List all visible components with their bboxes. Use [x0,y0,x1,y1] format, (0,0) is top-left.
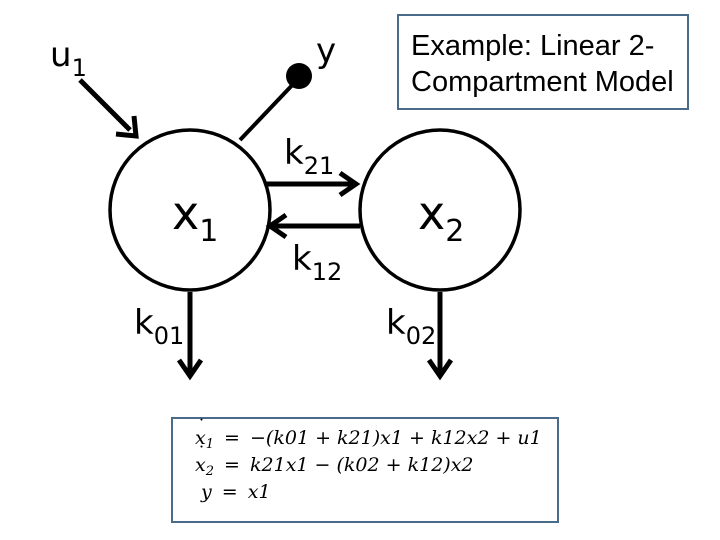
eq3-rhs: x1 [247,481,271,503]
input-u1-arrow [78,78,139,139]
equation-line-2: x2 = k21x1 − (k02 + k12)x2 [195,440,557,479]
eq1-lhs: x [195,413,206,452]
node-label-x1: x1 [172,186,219,249]
elimination-k02-arrow [426,292,454,381]
eq2-lhs: x [195,440,206,479]
eq1-equals: = [224,427,240,449]
label-k21: k21 [284,133,335,180]
compartment-x2-circle [358,128,522,292]
eq3-lhs: y [201,481,212,503]
eq3-equals: = [221,481,238,503]
compartment-x1-circle [108,128,272,292]
title-box: Example: Linear 2-Compartment Model [397,14,689,110]
elimination-k01-arrow [176,292,204,381]
output-y-sensor [238,63,312,142]
flow-k21-arrow [266,170,361,198]
title-text: Example: Linear 2-Compartment Model [411,30,674,98]
eq1-rhs: −(k01 + k21)x1 + k12x2 + u1 [250,427,542,449]
eq2-equals: = [224,454,240,476]
label-u1: u1 [50,35,87,82]
label-k02: k02 [386,303,437,350]
equation-line-3: y = x1 [195,479,557,506]
node-label-x2: x2 [418,186,465,249]
flow-k12-arrow [265,212,360,240]
label-k12: k12 [292,239,343,286]
label-k01: k01 [134,303,185,350]
label-y: y [316,31,337,71]
sensor-dot [286,63,312,89]
equation-box: x1 = −(k01 + k21)x1 + k12x2 + u1 x2 = k2… [171,413,559,523]
equation-line-1: x1 = −(k01 + k21)x1 + k12x2 + u1 [195,413,557,452]
eq2-rhs: k21x1 − (k02 + k12)x2 [250,454,474,476]
